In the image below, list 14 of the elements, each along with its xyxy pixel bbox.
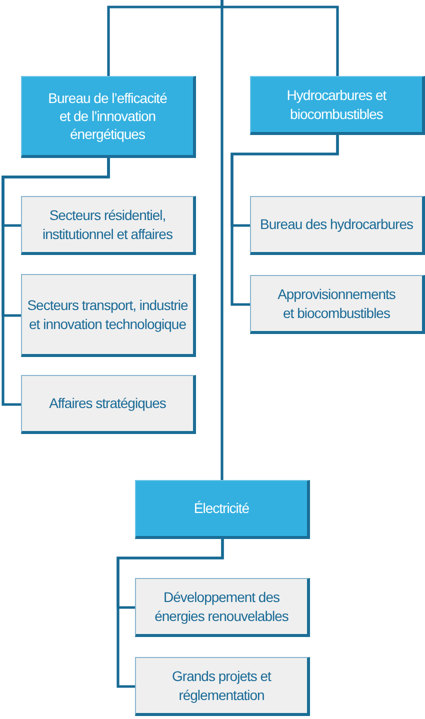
connector-line <box>2 158 110 406</box>
unit-box: Approvisionnements et biocombustibles <box>250 275 425 334</box>
department-box: Hydrocarbures et biocombustibles <box>250 76 425 135</box>
connector-line <box>116 539 224 688</box>
connector-line <box>220 0 224 480</box>
unit-box: Grands projets et réglementation <box>135 657 310 716</box>
unit-box: Bureau des hydrocarbures <box>250 196 425 255</box>
department-box: Électricité <box>135 480 310 539</box>
connector-line <box>230 135 339 306</box>
unit-box: Secteurs transport, industrie et innovation technologique <box>21 274 196 357</box>
department-box: Bureau de l’efficacité et de l’innovation énergétiques <box>21 76 196 158</box>
unit-box: Développement des énergies renouvelables <box>135 578 310 637</box>
unit-box: Affaires stratégiques <box>21 375 196 434</box>
unit-box: Secteurs résidentiel, institutionnel et affaires <box>21 196 196 255</box>
